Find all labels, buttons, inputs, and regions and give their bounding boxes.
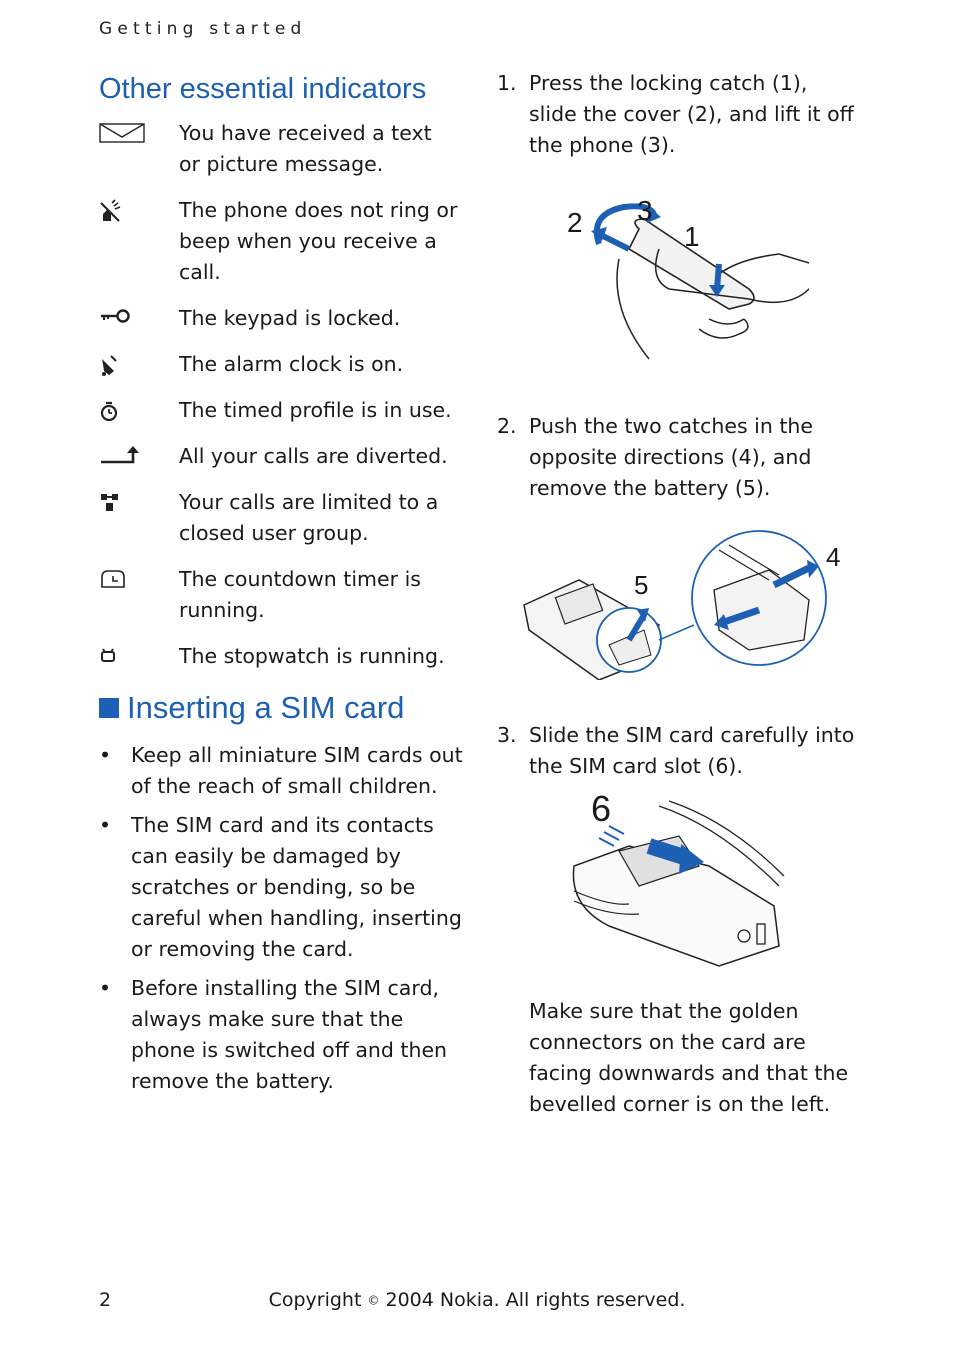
indicator-text: The countdown timer is running. (179, 567, 421, 622)
key-icon (99, 303, 179, 333)
indicator-text: The timed profile is in use. (179, 398, 452, 422)
list-item: Keep all miniature SIM cards out of the … (99, 740, 464, 802)
silent-ring-icon (99, 195, 179, 225)
alarm-bell-icon (99, 349, 179, 379)
closed-group-icon (99, 487, 179, 517)
step-2: 2. Push the two catches in the opposite … (497, 411, 862, 504)
countdown-timer-icon (99, 564, 179, 594)
sim-orientation-note: Make sure that the golden connectors on … (529, 999, 849, 1116)
battery-removal-illustration: 5 4 (523, 530, 862, 680)
indicator-row: Your calls are limited to a closed user … (99, 487, 464, 549)
copyright-symbol: © (367, 1293, 380, 1308)
sim-insertion-illustration: 6 (529, 788, 862, 976)
copyright-prefix: Copyright (268, 1289, 368, 1311)
indicator-text: The phone does not ring or beep when you… (179, 198, 458, 284)
callout-label: 2 (567, 207, 583, 238)
indicator-row: The alarm clock is on. (99, 349, 464, 380)
callout-label: 3 (637, 195, 653, 226)
callout-label: 4 (826, 542, 841, 572)
list-item: The SIM card and its contacts can easily… (99, 810, 464, 965)
step-text: Slide the SIM card carefully into the SI… (529, 723, 855, 778)
envelope-icon (99, 118, 179, 148)
sim-heading: Inserting a SIM card (99, 686, 464, 730)
square-bullet-icon (99, 698, 119, 718)
stopwatch-icon (99, 641, 179, 671)
callout-label: 6 (591, 788, 612, 829)
step-number: 2. (497, 414, 517, 438)
step-text: Press the locking catch (1), slide the c… (529, 71, 854, 157)
timed-profile-icon (99, 395, 179, 425)
indicator-row: The timed profile is in use. (99, 395, 464, 426)
indicator-row: All your calls are diverted. (99, 441, 464, 472)
indicator-text: You have received a text or picture mess… (179, 121, 432, 176)
step-number: 1. (497, 71, 517, 95)
indicator-text: All your calls are diverted. (179, 444, 448, 468)
cover-removal-illustration: 2 3 1 (529, 189, 862, 369)
page-number: 2 (99, 1289, 112, 1311)
indicator-row: You have received a text or picture mess… (99, 118, 464, 180)
right-column: 1. Press the locking catch (1), slide th… (497, 68, 862, 1120)
copyright-suffix: 2004 Nokia. All rights reserved. (379, 1289, 686, 1311)
indicator-row: The phone does not ring or beep when you… (99, 195, 464, 288)
indicator-text: The stopwatch is running. (179, 644, 445, 668)
indicator-text: Your calls are limited to a closed user … (179, 490, 439, 545)
step-text: Push the two catches in the opposite dir… (529, 414, 813, 500)
copyright-footer: Copyright © 2004 Nokia. All rights reser… (0, 1289, 954, 1311)
sim-bullet-list: Keep all miniature SIM cards out of the … (99, 740, 464, 1097)
indicator-row: The countdown timer is running. (99, 564, 464, 626)
sim-heading-text: Inserting a SIM card (127, 690, 405, 725)
step-3: 3. Slide the SIM card carefully into the… (497, 720, 862, 782)
divert-arrow-icon (99, 441, 179, 471)
list-item: Before installing the SIM card, always m… (99, 973, 464, 1097)
indicator-text: The alarm clock is on. (179, 352, 404, 376)
indicators-heading: Other essential indicators (99, 73, 427, 105)
step-1: 1. Press the locking catch (1), slide th… (497, 68, 862, 161)
step-number: 3. (497, 723, 517, 747)
callout-label: 5 (634, 570, 649, 600)
callout-label: 1 (684, 221, 700, 252)
left-column: Other essential indicators You have rece… (99, 68, 464, 1105)
running-head: Getting started (99, 19, 307, 39)
indicator-text: The keypad is locked. (179, 306, 401, 330)
indicator-row: The keypad is locked. (99, 303, 464, 334)
indicator-row: The stopwatch is running. (99, 641, 464, 672)
